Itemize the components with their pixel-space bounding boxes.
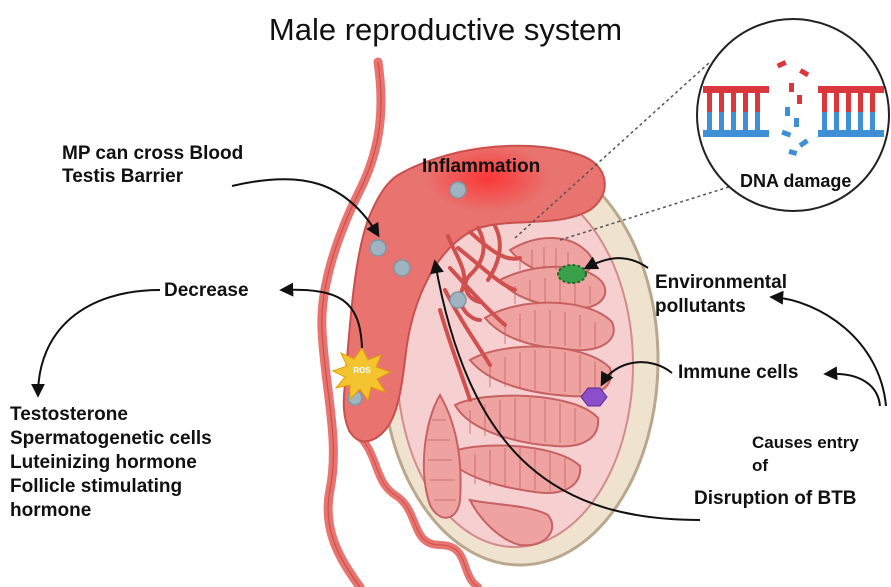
label-dna-damage: DNA damage bbox=[740, 170, 851, 192]
label-disruption-btb: Disruption of BTB bbox=[694, 488, 857, 510]
label-causes-of: of bbox=[752, 455, 768, 477]
list-item-testosterone: Testosterone bbox=[10, 404, 128, 426]
label-causes-entry: Causes entry bbox=[752, 432, 859, 454]
arrow-btb-to-pollutants bbox=[772, 297, 886, 406]
inflammation-area bbox=[426, 144, 550, 212]
arrow-mp-cross-btb bbox=[232, 179, 378, 235]
label-inflammation: Inflammation bbox=[422, 156, 540, 178]
arrow-decrease-to-list bbox=[38, 290, 160, 395]
label-environmental: Environmental bbox=[655, 272, 787, 294]
label-mp-cross-line1: MP can cross Blood bbox=[62, 143, 243, 165]
label-decrease: Decrease bbox=[164, 280, 249, 302]
list-item-spermatogenetic: Spermatogenetic cells bbox=[10, 428, 212, 450]
list-item-hormone: hormone bbox=[10, 500, 91, 522]
ros-label: ROS bbox=[348, 366, 376, 375]
list-item-follicle: Follicle stimulating bbox=[10, 476, 182, 498]
page-title: Male reproductive system bbox=[0, 12, 891, 48]
arrow-btb-to-immune bbox=[826, 374, 880, 406]
label-immune-cells: Immune cells bbox=[678, 362, 798, 384]
label-mp-cross-line2: Testis Barrier bbox=[62, 166, 183, 188]
label-pollutants: pollutants bbox=[655, 296, 746, 318]
list-item-luteinizing: Luteinizing hormone bbox=[10, 452, 197, 474]
pollutant-particle bbox=[558, 265, 586, 283]
